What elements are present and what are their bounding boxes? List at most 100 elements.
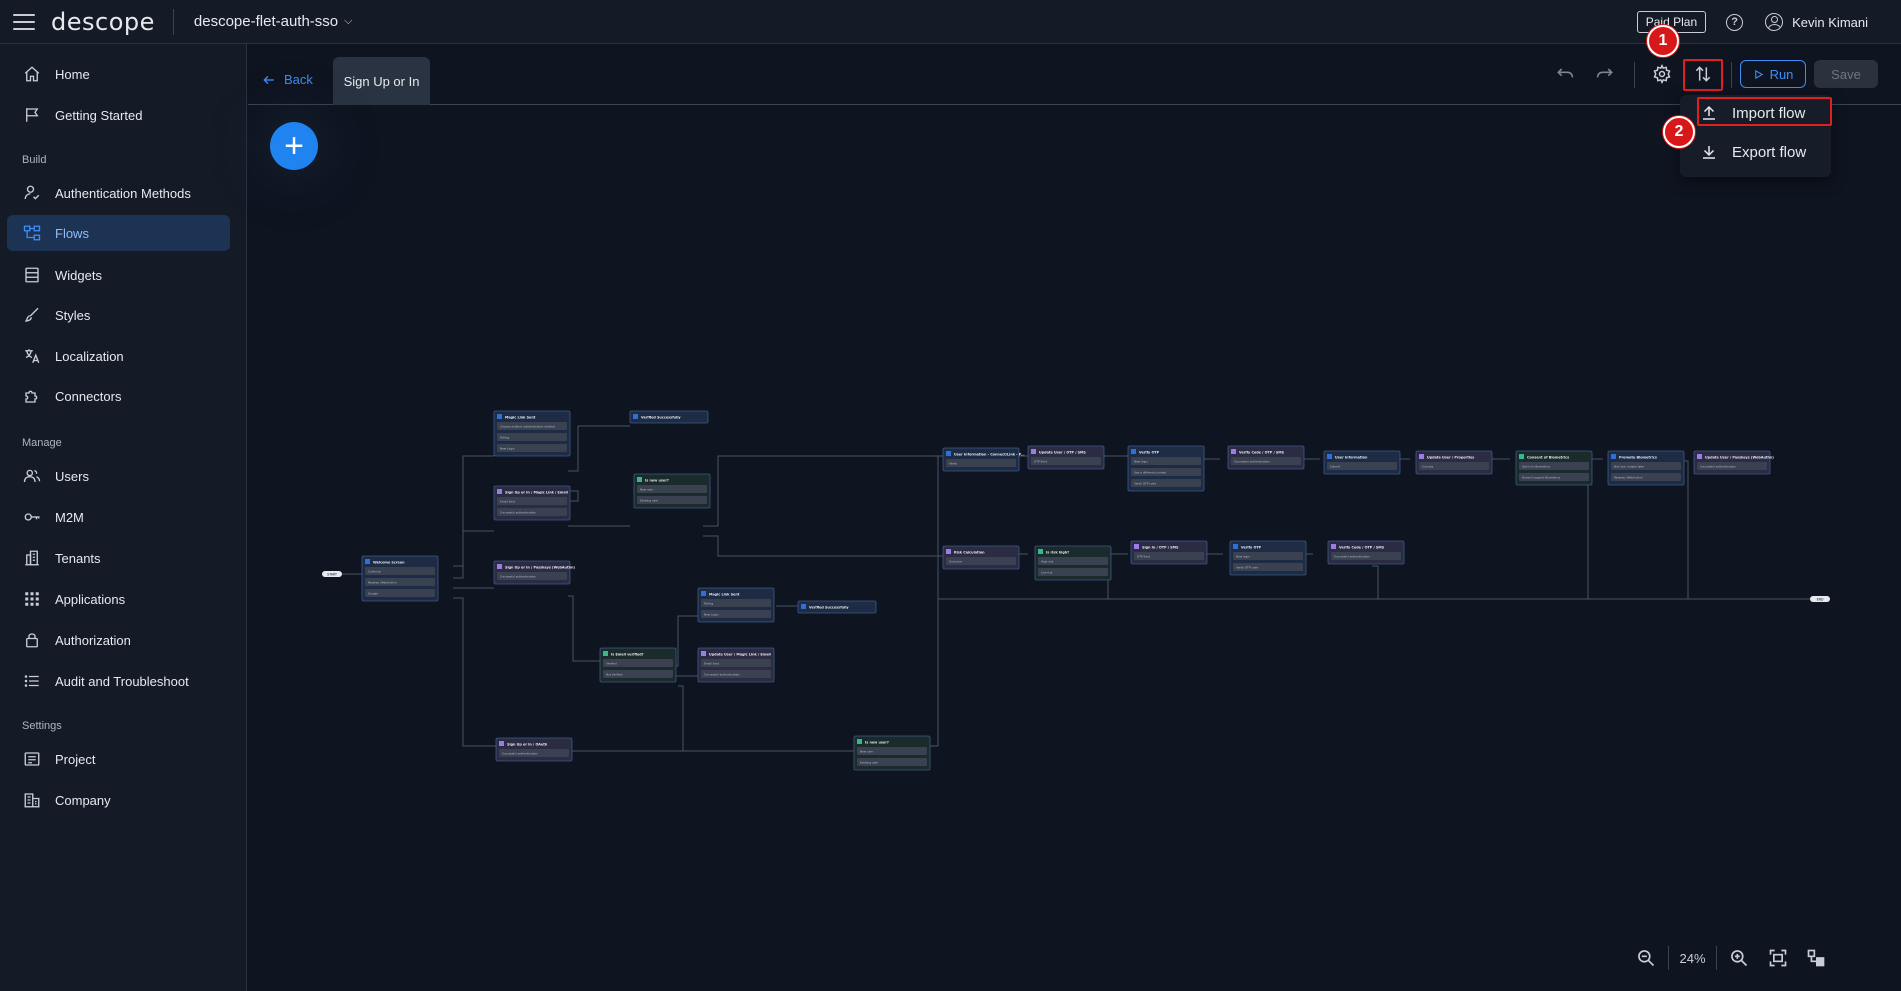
flow-node-output[interactable] [365, 589, 435, 597]
flow-node-output[interactable] [365, 578, 435, 586]
export-flow-item[interactable]: Export flow [1680, 136, 1831, 168]
sidebar-item-localization[interactable]: Localization [7, 338, 230, 374]
zoom-out-icon[interactable] [1633, 944, 1659, 972]
flow-node-output[interactable] [637, 485, 707, 493]
zoom-in-icon[interactable] [1726, 944, 1752, 972]
start-node[interactable]: START [322, 571, 342, 577]
flow-node-output[interactable] [1231, 457, 1301, 465]
undo-icon[interactable] [1554, 63, 1576, 85]
flow-node[interactable]: User Information - Connect/Link - P...Ve… [942, 447, 1025, 472]
flow-node-output[interactable] [1131, 457, 1201, 465]
sidebar-item-project[interactable]: Project [7, 741, 230, 777]
sidebar-item-flows[interactable]: Flows [7, 215, 230, 251]
sidebar-item-connectors[interactable]: Connectors [7, 378, 230, 414]
import-export-icon[interactable] [1692, 63, 1714, 85]
auto-layout-icon[interactable] [1803, 944, 1829, 972]
sidebar-item-tenants[interactable]: Tenants [7, 540, 230, 576]
flow-node-output[interactable] [1419, 462, 1489, 470]
flow-node-output[interactable] [1611, 473, 1681, 481]
flow-node-output[interactable] [1038, 568, 1108, 576]
flow-node-output[interactable] [637, 496, 707, 504]
flow-node-output[interactable] [701, 670, 771, 678]
sidebar-item-company[interactable]: Company [7, 782, 230, 818]
flow-node-output[interactable] [701, 659, 771, 667]
back-button[interactable]: Back [262, 72, 313, 87]
flow-node[interactable]: Verified Successfully [797, 600, 877, 614]
flow-node-output[interactable] [1519, 473, 1589, 481]
sidebar-item-styles[interactable]: Styles [7, 297, 230, 333]
flow-node-output[interactable] [857, 758, 927, 766]
sidebar-item-m2m[interactable]: M2M [7, 499, 230, 535]
sidebar-item-applications[interactable]: Applications [7, 581, 230, 617]
sidebar-item-widgets[interactable]: Widgets [7, 257, 230, 293]
sidebar-item-authorization[interactable]: Authorization [7, 622, 230, 658]
flow-node[interactable]: Verified Successfully [629, 410, 709, 424]
flow-node-output[interactable] [497, 497, 567, 505]
flow-node-output[interactable] [497, 572, 567, 580]
flow-node-output[interactable] [1131, 479, 1201, 487]
flow-node-output[interactable] [497, 422, 567, 430]
sidebar-item-audit[interactable]: Audit and Troubleshoot [7, 663, 230, 699]
flow-node-output[interactable] [857, 747, 927, 755]
flow-node-output[interactable] [1131, 468, 1201, 476]
flow-node[interactable]: Sign Up or In / Passkeys (WebAuthn)Succe… [493, 560, 575, 585]
fit-view-icon[interactable] [1765, 944, 1791, 972]
sidebar-item-auth-methods[interactable]: Authentication Methods [7, 175, 230, 211]
flow-node[interactable]: Sign Up or In / Magic Link / EmailEmail … [493, 485, 571, 521]
menu-icon[interactable] [13, 13, 35, 30]
flow-node-output[interactable] [1233, 552, 1303, 560]
flow-node-box[interactable] [797, 600, 877, 614]
project-selector[interactable]: descope-flet-auth-sso ⌵ [194, 13, 353, 30]
gear-icon[interactable] [1651, 63, 1673, 85]
add-node-button[interactable]: + [270, 122, 318, 170]
flow-node-output[interactable] [1331, 552, 1401, 560]
flow-node-output[interactable] [946, 459, 1016, 467]
flow-canvas[interactable]: .edge { fill: none; stroke: #4a5464; str… [248, 106, 1901, 931]
flow-node-output[interactable] [603, 659, 673, 667]
flow-node-output[interactable] [1134, 552, 1204, 560]
user-menu[interactable]: Kevin Kimani [1765, 13, 1868, 31]
flow-node-output[interactable] [1519, 462, 1589, 470]
flow-node-output[interactable] [497, 433, 567, 441]
flow-node-output[interactable] [1031, 457, 1101, 465]
start-node-shape[interactable] [322, 571, 342, 577]
flow-node-output[interactable] [701, 610, 771, 618]
tab-sign-up-or-in[interactable]: Sign Up or In [333, 57, 430, 105]
redo-icon[interactable] [1594, 63, 1616, 85]
flow-node-output[interactable] [701, 599, 771, 607]
help-icon[interactable]: ? [1726, 13, 1744, 31]
flow-node-output[interactable] [1038, 557, 1108, 565]
flow-node-output[interactable] [946, 557, 1016, 565]
flow-node-output[interactable] [497, 444, 567, 452]
run-button[interactable]: Run [1740, 60, 1806, 88]
flow-node-output[interactable] [497, 508, 567, 516]
sidebar-item-home[interactable]: Home [7, 56, 230, 92]
flow-node-output[interactable] [1697, 462, 1767, 470]
flow-node-output[interactable] [603, 670, 673, 678]
flow-node-output[interactable] [365, 567, 435, 575]
sidebar-item-users[interactable]: Users [7, 458, 230, 494]
end-node-shape[interactable] [1810, 596, 1830, 602]
flow-node-output[interactable] [1327, 462, 1397, 470]
flow-node-output[interactable] [1233, 563, 1303, 571]
flow-node-output[interactable] [1611, 462, 1681, 470]
flow-node[interactable]: Update User / Passkeys (WebAuthn)Success… [1693, 450, 1774, 475]
